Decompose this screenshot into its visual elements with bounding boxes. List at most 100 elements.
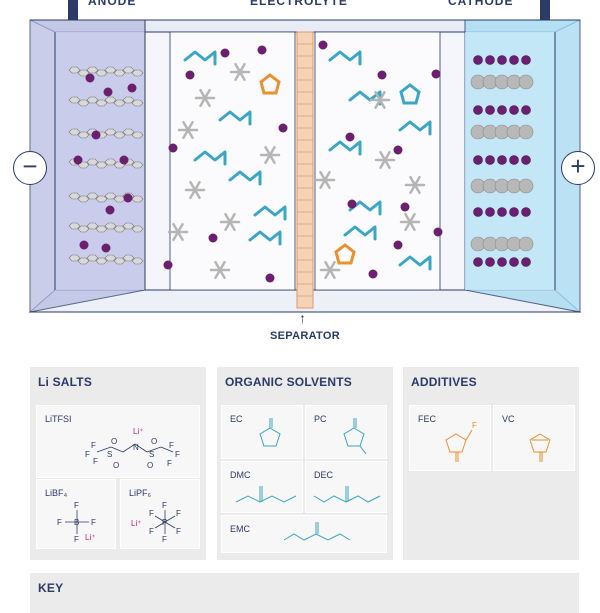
cathode-li-atom	[509, 207, 519, 217]
svg-text:F: F	[149, 509, 154, 518]
lithium-ion	[433, 227, 443, 237]
cathode-label: CATHODE	[448, 0, 514, 8]
pc-label: PC	[314, 414, 327, 424]
solvent-molecule	[398, 120, 432, 136]
cathode-lattice	[470, 55, 534, 267]
lithium-ion	[431, 69, 441, 79]
fec-card: FEC F	[409, 405, 491, 471]
lithium-ion	[73, 155, 83, 165]
salt-anion	[259, 145, 281, 165]
cathode-li-atom	[497, 257, 507, 267]
svg-text:F: F	[176, 509, 181, 518]
solvent-molecule	[183, 50, 217, 66]
svg-text:O: O	[147, 461, 153, 470]
cathode-li-atom	[497, 105, 507, 115]
svg-text:F: F	[162, 535, 167, 544]
solvent-molecule	[218, 110, 252, 126]
salt-anion	[209, 260, 231, 280]
graphite-sheet	[68, 222, 144, 233]
solvent-molecule	[348, 200, 382, 216]
svg-text:O: O	[113, 461, 119, 470]
lithium-ion	[119, 155, 129, 165]
cathode-metal-atom	[518, 124, 534, 140]
svg-text:S: S	[149, 450, 154, 459]
salt-anion	[177, 120, 199, 140]
dec-label: DEC	[314, 470, 334, 480]
lithium-ion	[220, 48, 230, 58]
vc-structure	[529, 433, 551, 462]
dmc-structure	[235, 486, 297, 503]
negative-terminal: −	[13, 151, 47, 185]
libf4-ion: Li⁺	[85, 533, 95, 542]
cathode-metal-atom	[518, 74, 534, 90]
cathode-li-atom	[485, 105, 495, 115]
lithium-ion	[85, 73, 95, 83]
additive-molecule	[334, 243, 356, 265]
lithium-ion	[393, 240, 403, 250]
lithium-ion	[101, 243, 111, 253]
lithium-ions	[73, 40, 443, 283]
lithium-ion	[393, 145, 403, 155]
salt-anion	[404, 175, 426, 195]
salt-anion	[374, 150, 396, 170]
graphite-sheet	[68, 254, 144, 265]
ec-label: EC	[230, 414, 243, 424]
emc-label: EMC	[230, 524, 250, 534]
cathode-li-atom	[497, 155, 507, 165]
salt-anion	[399, 212, 421, 232]
dec-card: DEC	[305, 461, 387, 513]
dmc-card: DMC	[221, 461, 303, 513]
solvent-molecule	[253, 205, 287, 221]
solvent-molecule	[228, 170, 262, 186]
cathode-li-atom	[485, 257, 495, 267]
svg-text:F: F	[91, 441, 96, 450]
svg-text:O: O	[151, 437, 157, 446]
cathode-metal-atom	[518, 178, 534, 194]
lithium-ion	[318, 40, 328, 50]
li-salts-title: Li SALTS	[38, 375, 93, 389]
svg-text:F: F	[175, 450, 180, 459]
additives-panel: ADDITIVES FEC F VC	[403, 367, 579, 560]
lithium-ion	[103, 87, 113, 97]
battery-diagram: ANODE ELECTROLYTE CATHODE − + ↑ SEPARATO…	[13, 0, 595, 342]
graphite-sheet	[68, 96, 144, 107]
lithium-ion	[91, 130, 101, 140]
libf4-label: LiBF₄	[45, 488, 68, 498]
key-panel: KEY	[30, 573, 579, 613]
lithium-ion	[265, 273, 275, 283]
svg-text:F: F	[176, 527, 181, 536]
salt-anion	[167, 222, 189, 242]
lithium-ion	[123, 193, 133, 203]
lithium-ion	[208, 233, 218, 243]
cathode-metal-atom	[518, 236, 534, 252]
svg-text:F: F	[162, 501, 167, 510]
anode-tab	[68, 0, 78, 20]
litfsi-ion: Li⁺	[133, 427, 143, 436]
cathode-li-atom	[521, 207, 531, 217]
dec-structure	[313, 486, 381, 503]
salt-anion	[229, 62, 251, 82]
cathode-li-atom	[509, 257, 519, 267]
pc-card: PC	[305, 405, 387, 459]
cathode-li-atom	[473, 105, 483, 115]
cathode-tab	[540, 0, 550, 20]
svg-text:F: F	[74, 501, 79, 510]
salt-anion	[369, 90, 391, 110]
lithium-ion	[127, 83, 137, 93]
vc-card: VC	[493, 405, 575, 471]
cathode-li-atom	[485, 55, 495, 65]
fec-label: FEC	[418, 414, 436, 424]
emc-card: EMC	[221, 515, 387, 553]
cathode-li-atom	[485, 155, 495, 165]
cathode-li-atom	[497, 55, 507, 65]
svg-text:F: F	[91, 518, 96, 527]
salt-anion	[194, 88, 216, 108]
lithium-ion	[345, 132, 355, 142]
svg-text:F: F	[167, 459, 172, 468]
anode-label: ANODE	[88, 0, 137, 8]
lithium-ion	[368, 269, 378, 279]
svg-text:F: F	[93, 457, 98, 466]
